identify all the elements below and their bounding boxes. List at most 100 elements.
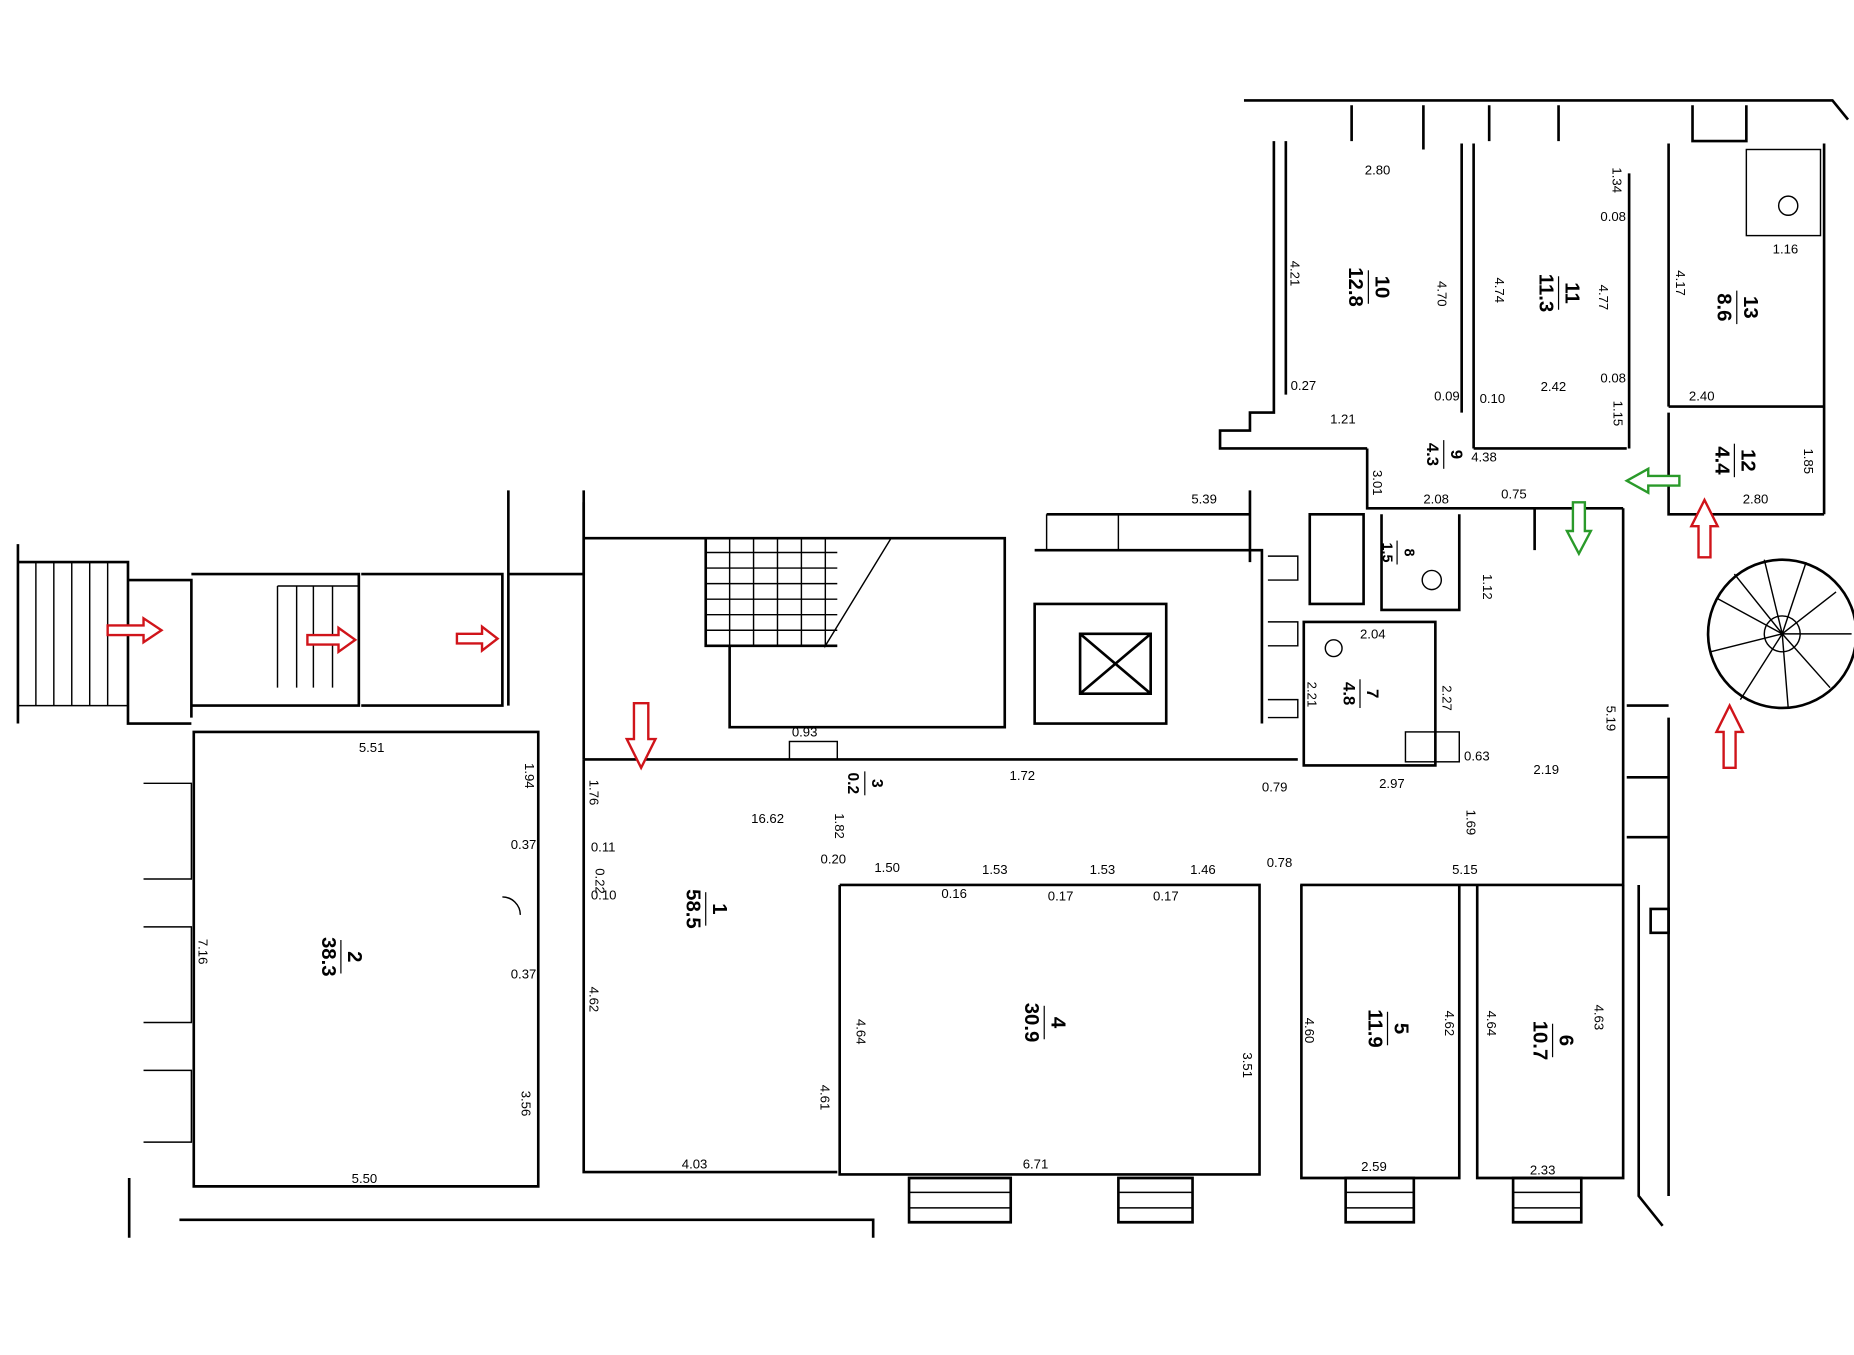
dimension-label: 0.20 <box>821 851 847 866</box>
arrow-down-icon <box>624 702 658 771</box>
dimension-label: 0.09 <box>1434 389 1460 404</box>
room-area: 10.7 <box>1528 1021 1550 1061</box>
dimension-label: 1.46 <box>1190 862 1216 877</box>
fixtures <box>502 148 1822 915</box>
dimension-label: 4.17 <box>1673 270 1688 296</box>
room-number: 10 <box>1371 276 1393 299</box>
dimension-label: 1.12 <box>1480 574 1495 600</box>
dimension-label: 4.61 <box>818 1085 833 1111</box>
dimension-label: 4.62 <box>587 987 602 1013</box>
dimension-label: 1.82 <box>832 813 847 839</box>
toilet-icon <box>1324 639 1343 658</box>
arrow-right-icon <box>106 616 164 645</box>
room-number: 6 <box>1555 1035 1577 1046</box>
room-area: 12.8 <box>1344 267 1366 307</box>
dimension-label: 0.37 <box>511 966 537 981</box>
room-number: 4 <box>1046 1017 1068 1029</box>
room-number: 1 <box>708 903 730 914</box>
dimension-label: 2.27 <box>1440 685 1455 711</box>
dimension-label: 1.15 <box>1611 401 1626 427</box>
dimension-label: 1.72 <box>1010 768 1036 783</box>
dimension-label: 4.74 <box>1492 277 1507 303</box>
dimension-label: 5.39 <box>1191 491 1217 506</box>
dimension-label: 2.04 <box>1360 627 1386 642</box>
dimension-label: 0.37 <box>511 837 537 852</box>
room-area: 4.4 <box>1710 446 1732 475</box>
arrow-right-icon <box>455 624 500 654</box>
room-number: 7 <box>1363 689 1382 698</box>
dimension-label: 4.77 <box>1596 285 1611 311</box>
dimension-label: 1.21 <box>1330 411 1356 426</box>
dimension-label: 1.76 <box>587 780 602 806</box>
room-number: 8 <box>1400 549 1416 557</box>
room-number: 5 <box>1390 1023 1412 1034</box>
dimension-label: 1.69 <box>1463 810 1478 836</box>
room-area: 58.5 <box>682 889 704 929</box>
room-number: 13 <box>1739 296 1761 319</box>
dimension-label: 0.08 <box>1600 371 1626 386</box>
toilet-icon <box>1421 569 1443 591</box>
room-number: 2 <box>343 951 365 962</box>
arrow-right-icon <box>306 625 358 655</box>
dimension-label: 0.93 <box>792 725 818 740</box>
room-number: 12 <box>1737 449 1759 472</box>
dimension-label: 1.50 <box>874 860 900 875</box>
dimension-label: 2.08 <box>1423 491 1449 506</box>
dimension-label: 16.62 <box>751 811 784 826</box>
dimension-labels: 5.51 5.50 7.16 1.94 1.76 3.56 4.62 4.03 … <box>196 163 1816 1186</box>
room-area: 8.6 <box>1713 293 1735 321</box>
dimension-label: 7.16 <box>196 939 211 965</box>
dimension-label: 0.17 <box>1153 889 1179 904</box>
arrow-up-icon <box>1714 702 1745 769</box>
room-area: 1.5 <box>1379 543 1395 563</box>
dimension-label: 4.70 <box>1435 281 1450 307</box>
dimension-label: 1.16 <box>1773 242 1799 257</box>
stairs <box>17 514 1854 1209</box>
dimension-label: 4.64 <box>853 1019 868 1045</box>
dimension-label: 0.63 <box>1464 749 1490 764</box>
dimension-label: 6.71 <box>1023 1156 1049 1171</box>
dimension-label: 0.75 <box>1501 487 1527 502</box>
room-area: 30.9 <box>1020 1003 1042 1043</box>
dimension-label: 0.16 <box>941 886 967 901</box>
room-number: 11 <box>1561 282 1583 303</box>
arrow-down-icon <box>1564 501 1593 557</box>
dimension-label: 2.40 <box>1689 389 1715 404</box>
room-area: 4.8 <box>1339 682 1358 705</box>
dimension-label: 0.22 <box>593 868 608 894</box>
dimension-label: 5.50 <box>352 1171 378 1186</box>
dimension-label: 3.56 <box>519 1091 534 1117</box>
room-number: 3 <box>868 779 885 788</box>
dimension-label: 4.03 <box>682 1156 708 1171</box>
route-arrows <box>106 466 1745 771</box>
dimension-label: 4.63 <box>1591 1005 1606 1031</box>
dimension-label: 4.62 <box>1442 1011 1457 1037</box>
dimension-label: 0.78 <box>1267 855 1293 870</box>
room-area: 38.3 <box>317 937 339 977</box>
room-area: 11.9 <box>1363 1009 1385 1047</box>
dimension-label: 0.79 <box>1262 780 1288 795</box>
dimension-label: 2.21 <box>1304 682 1319 708</box>
dimension-label: 0.10 <box>591 887 617 902</box>
dimension-label: 2.80 <box>1365 163 1391 178</box>
toilet-icon <box>1777 195 1799 216</box>
dimension-label: 4.64 <box>1484 1011 1499 1037</box>
dimension-label: 2.97 <box>1379 776 1405 791</box>
dimension-label: 4.38 <box>1471 450 1497 465</box>
room-area: 11.3 <box>1534 274 1556 312</box>
room-number: 9 <box>1447 450 1466 459</box>
dimension-label: 2.19 <box>1533 762 1559 777</box>
dimension-label: 0.27 <box>1291 378 1317 393</box>
dimension-label: 1.53 <box>1090 862 1116 877</box>
arrow-up-icon <box>1689 497 1720 559</box>
dimension-label: 2.80 <box>1743 491 1769 506</box>
room-area: 0.2 <box>844 773 861 795</box>
spiral-stair <box>1706 558 1854 710</box>
room-labels: 158.5 238.3 30.2 430.9 511.9 610.7 74.8 … <box>317 267 1761 1060</box>
dimension-label: 1.34 <box>1609 167 1624 193</box>
dimension-label: 5.19 <box>1603 706 1618 732</box>
dimension-label: 5.51 <box>359 740 385 755</box>
dimension-label: 1.94 <box>522 763 537 789</box>
room-area: 4.3 <box>1423 443 1442 466</box>
